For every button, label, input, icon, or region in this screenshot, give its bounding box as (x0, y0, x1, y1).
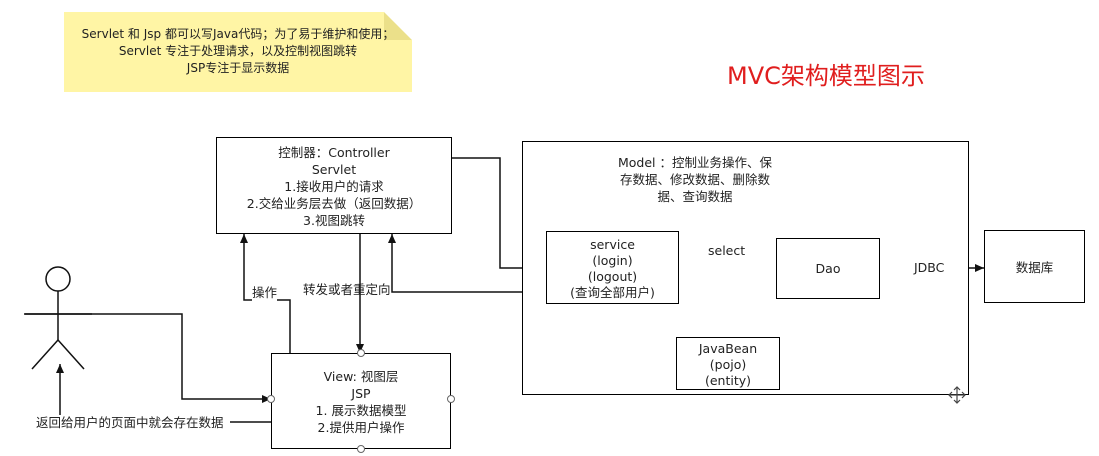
controller-line-5: 3.视图跳转 (303, 213, 365, 228)
controller-line-2: Servlet (311, 162, 357, 177)
service-box: service (login) (logout) (查询全部用户) (546, 231, 679, 304)
javabean-line-1: JavaBean (698, 341, 758, 356)
controller-line-4: 2.交给业务层去做（返回数据） (246, 196, 422, 211)
controller-line-3: 1.接收用户的请求 (284, 179, 384, 194)
javabean-box: JavaBean (pojo) (entity) (676, 337, 780, 390)
forward-label: 转发或者重定向 (303, 282, 391, 297)
diagram-title: MVC架构模型图示 (727, 62, 925, 90)
sticky-note: Servlet 和 Jsp 都可以写Java代码；为了易于维护和使用； Serv… (64, 12, 412, 92)
user-to-view-arrow (25, 313, 271, 403)
database-box: 数据库 (984, 230, 1085, 303)
view-box: View: 视图层 JSP 1. 展示数据模型 2.提供用户操作 (271, 353, 451, 449)
note-line-2: Servlet 专注于处理请求，以及控制视图跳转 (118, 44, 358, 58)
controller-line-1: 控制器：Controller (278, 145, 390, 160)
user-actor-icon (24, 266, 92, 370)
view-left-handle (267, 395, 275, 403)
view-top-handle (357, 349, 365, 357)
controller-box: 控制器：Controller Servlet 1.接收用户的请求 2.交给业务层… (216, 137, 452, 234)
view-line-1: View: 视图层 (323, 369, 399, 384)
service-line-1: service (590, 237, 635, 252)
dao-box: Dao (776, 238, 880, 299)
jdbc-label: JDBC (914, 260, 945, 276)
model-line-3: 据、查询数据 (657, 189, 733, 204)
view-line-2: JSP (351, 386, 371, 401)
dao-label: Dao (815, 261, 841, 276)
javabean-line-2: (pojo) (709, 357, 747, 372)
view-right-handle (447, 395, 455, 403)
model-container: Model ：控制业务操作、保 存数据、修改数据、删除数 据、查询数据 (522, 141, 969, 395)
database-label: 数据库 (1015, 260, 1054, 275)
service-line-3: (logout) (587, 269, 638, 284)
service-line-2: (login) (592, 253, 633, 268)
return-label: 返回给用户的页面中就会存在数据 (36, 415, 224, 431)
model-line-1: Model ：控制业务操作、保 (617, 155, 772, 170)
note-fold (384, 12, 412, 40)
move-cursor-icon (948, 386, 966, 404)
view-bottom-handle (357, 445, 365, 453)
javabean-line-3: (entity) (704, 373, 752, 388)
operate-label: 操作 (252, 285, 278, 301)
service-to-controller-arrow (388, 234, 546, 293)
view-line-4: 2.提供用户操作 (317, 420, 405, 435)
note-line-3: JSP专注于显示数据 (186, 61, 290, 75)
service-line-4: (查询全部用户) (570, 285, 655, 300)
model-line-2: 存数据、修改数据、删除数 (619, 172, 770, 187)
note-line-1: Servlet 和 Jsp 都可以写Java代码；为了易于维护和使用； (81, 27, 395, 41)
view-line-3: 1. 展示数据模型 (315, 403, 407, 418)
select-label: select (708, 243, 746, 259)
